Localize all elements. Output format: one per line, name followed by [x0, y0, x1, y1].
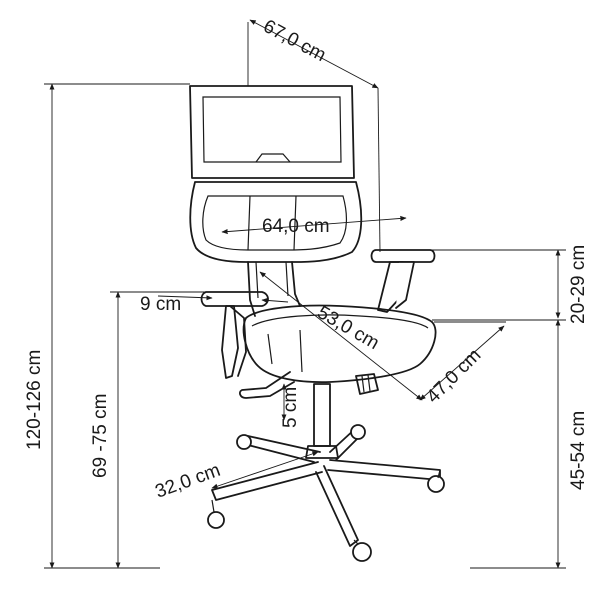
label-base-radius: 32,0 cm: [153, 460, 224, 503]
tilt-knob: [355, 373, 379, 395]
label-seat-height: 45-54 cm: [568, 411, 589, 490]
label-seat-depth: 53,0 cm: [314, 302, 383, 354]
gas-lift: [313, 383, 331, 447]
dimension-lines: [44, 19, 566, 569]
label-depth-top: 67,0 cm: [260, 16, 330, 66]
label-armrest-height: 20-29 cm: [568, 245, 589, 324]
headrest: [189, 85, 355, 179]
height-lever: [239, 371, 295, 399]
chair-illustration: [189, 85, 445, 562]
label-armrest-width: 9 cm: [140, 294, 181, 315]
right-armrest: [370, 249, 436, 263]
label-armrest-floor-height: 69 -75 cm: [90, 394, 111, 478]
label-seat-side: 47,0 cm: [423, 345, 486, 408]
label-total-height: 120-126 cm: [24, 350, 45, 450]
casters: [207, 424, 445, 562]
label-gas-lift: 5 cm: [280, 387, 301, 428]
label-seat-width: 64,0 cm: [262, 216, 330, 237]
